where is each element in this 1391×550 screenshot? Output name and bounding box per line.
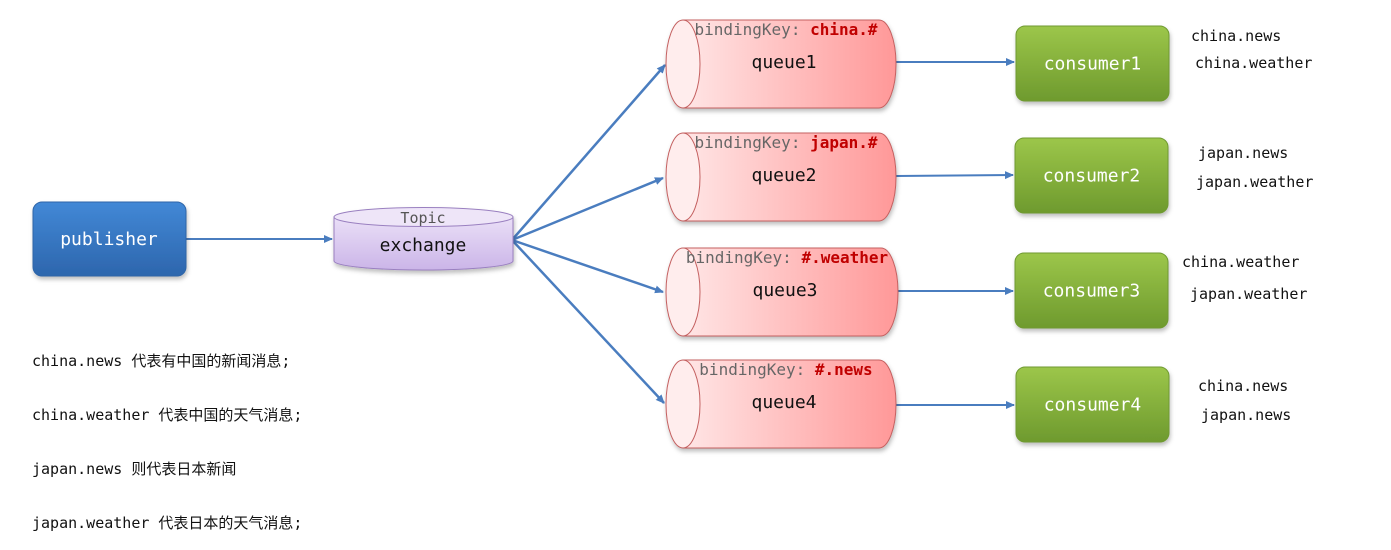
queue-cylinder-body[interactable] [682, 359, 897, 449]
consumer-box[interactable] [1015, 25, 1170, 102]
exchange-cylinder-body[interactable] [333, 216, 514, 271]
binding-key-label: bindingKey: #.weather [686, 248, 888, 267]
queue-name-label: queue1 [751, 52, 816, 73]
binding-key-value: #.news [815, 360, 873, 379]
note-line: china.weather 代表中国的天气消息; [32, 406, 303, 424]
arrow-exchange-queue2 [511, 176, 664, 242]
consumer1-message: china.weather [1195, 54, 1313, 72]
consumer1-message: china.news [1191, 27, 1282, 45]
consumer-label: consumer3 [1043, 281, 1141, 302]
exchange-label: exchange [380, 235, 467, 256]
consumer-label: consumer1 [1044, 54, 1142, 75]
consumer-node[interactable] [1015, 366, 1170, 443]
queue-node[interactable] [665, 19, 897, 109]
queue-name-label: queue3 [752, 280, 817, 301]
queue-cylinder-body[interactable] [682, 132, 897, 222]
queue-cylinder-end [665, 247, 701, 337]
consumer-node[interactable] [1014, 137, 1169, 214]
consumer4-message: china.news [1198, 377, 1289, 395]
queue-node[interactable] [665, 132, 897, 222]
queue-name-label: queue2 [751, 165, 816, 186]
consumer4-message: japan.news [1201, 406, 1292, 424]
queue-node[interactable] [665, 247, 899, 337]
consumer-box[interactable] [1014, 137, 1169, 214]
publisher-node[interactable] [32, 201, 187, 277]
consumer-box[interactable] [1014, 252, 1169, 329]
consumer-label: consumer4 [1044, 395, 1142, 416]
binding-key-value: #.weather [801, 248, 888, 267]
binding-key-label: bindingKey: japan.# [694, 133, 877, 152]
publisher-box[interactable] [32, 201, 187, 277]
exchange-type-label: Topic [400, 209, 445, 227]
consumer-box[interactable] [1015, 366, 1170, 443]
arrow-exchange-queue3 [511, 238, 664, 294]
queue-cylinder-end [665, 132, 701, 222]
queue-cylinder-body[interactable] [682, 247, 899, 337]
publisher-label: publisher [60, 229, 158, 250]
consumer3-message: china.weather [1182, 253, 1300, 271]
queue-cylinder-body[interactable] [682, 19, 897, 109]
consumer-node[interactable] [1015, 25, 1170, 102]
topic-exchange-diagram: publisher Topic exchange bindingKey: chi… [32, 19, 1170, 449]
arrows [186, 58, 1015, 409]
arrow-exchange-queue1 [511, 64, 666, 241]
queue-node[interactable] [665, 359, 897, 449]
consumer3-message: japan.weather [1190, 285, 1308, 303]
routing-key-notes: china.news 代表有中国的新闻消息; china.weather 代表中… [32, 316, 302, 550]
consumer-node[interactable] [1014, 252, 1169, 329]
consumer-label: consumer2 [1043, 166, 1141, 187]
binding-key-label: bindingKey: china.# [694, 20, 877, 39]
exchange-node[interactable] [333, 207, 514, 271]
note-line: japan.weather 代表日本的天气消息; [32, 514, 303, 532]
queue-cylinder-end [665, 19, 701, 109]
note-line: china.news 代表有中国的新闻消息; [32, 352, 291, 370]
binding-key-value: china.# [810, 20, 878, 39]
binding-key-label: bindingKey: #.news [699, 360, 872, 379]
exchange-cylinder-top [333, 207, 514, 227]
arrow-queue2-consumer2 [895, 171, 1014, 180]
consumer2-message: japan.news [1198, 144, 1289, 162]
queue-cylinder-end [665, 359, 701, 449]
arrow-exchange-queue4 [511, 239, 665, 404]
note-line: japan.news 则代表日本新闻 [32, 460, 237, 478]
queue-name-label: queue4 [751, 392, 816, 413]
binding-key-value: japan.# [810, 133, 878, 152]
consumer2-message: japan.weather [1196, 173, 1314, 191]
